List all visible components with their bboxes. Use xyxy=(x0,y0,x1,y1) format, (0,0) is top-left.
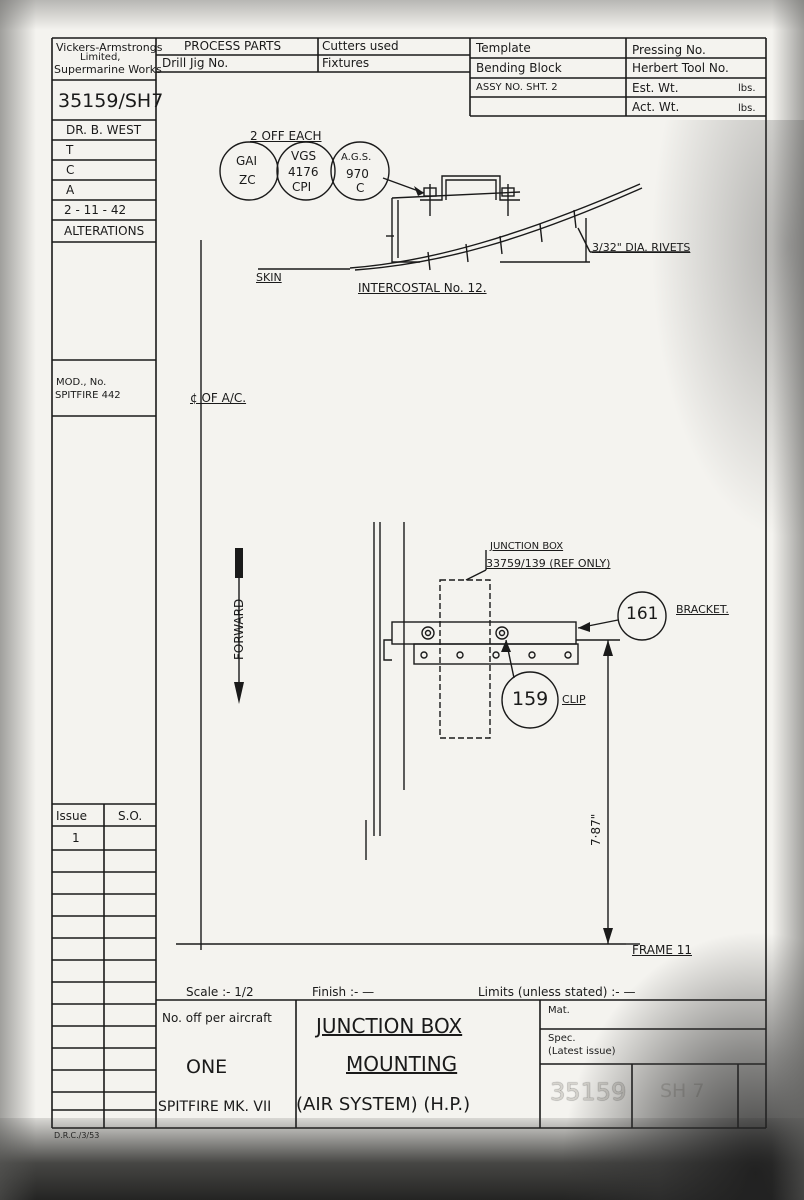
cutters-used-label: Cutters used xyxy=(322,39,399,53)
rivet-callout-2-bottom: CPI xyxy=(292,180,312,194)
forward-label: FORWARD xyxy=(232,598,246,660)
approved-by: A xyxy=(66,183,75,197)
finish-label: Finish :- — xyxy=(312,985,375,999)
intercostal-label: INTERCOSTAL No. 12. xyxy=(358,281,487,295)
rivet-callout-3-bottom: C xyxy=(356,181,365,195)
rivet-callout-1-bottom: ZC xyxy=(239,173,256,187)
act-wt-unit: lbs. xyxy=(738,103,756,114)
drawing-number: 35159 xyxy=(550,1078,627,1106)
title-line-2: MOUNTING xyxy=(346,1052,458,1076)
junction-box-label: JUNCTION BOX xyxy=(490,541,564,552)
bracket-number: 161 xyxy=(626,604,659,624)
rivet-callout-2-mid: 4176 xyxy=(288,165,319,179)
no-off-value: ONE xyxy=(186,1056,228,1078)
issue-value: 1 xyxy=(72,831,80,845)
junction-box-ref: 33759/139 (REF ONLY) xyxy=(486,557,611,570)
checked-by: C xyxy=(66,163,75,177)
two-off-each-note: 2 OFF EACH xyxy=(250,129,322,143)
process-parts-label: PROCESS PARTS xyxy=(184,39,282,53)
mod-value: SPITFIRE 442 xyxy=(55,390,121,401)
bending-block-label: Bending Block xyxy=(476,61,562,75)
template-label: Template xyxy=(476,41,531,55)
traced-by: T xyxy=(66,143,74,157)
so-header: S.O. xyxy=(118,809,143,823)
rivet-callout-3-mid: 970 xyxy=(346,167,369,181)
est-wt-unit: lbs. xyxy=(738,83,756,94)
company-line-3: Supermarine Works xyxy=(54,63,162,76)
dimension-7-87: 7·87" xyxy=(589,813,603,846)
drawn-by: DR. B. WEST xyxy=(66,123,142,137)
company-line-2: Limited, xyxy=(80,52,121,63)
scale-label: Scale :- 1/2 xyxy=(186,985,254,999)
alterations-label: ALTERATIONS xyxy=(64,224,145,238)
clip-label: CLIP xyxy=(562,693,586,706)
company-line-1: Vickers-Armstrongs xyxy=(56,41,163,54)
rivet-callout-2-top: VGS xyxy=(291,149,317,163)
issue-header: Issue xyxy=(56,809,88,823)
act-wt-label: Act. Wt. xyxy=(632,100,680,114)
rivets-note: 3/32" DIA. RIVETS xyxy=(592,241,691,254)
limits-label: Limits (unless stated) :- — xyxy=(478,985,636,999)
mod-label: MOD., No. xyxy=(56,377,107,388)
aircraft-type: SPITFIRE MK. VII xyxy=(158,1099,272,1115)
title-line-1: JUNCTION BOX xyxy=(316,1014,463,1038)
title-line-3: (AIR SYSTEM) (H.P.) xyxy=(296,1094,471,1115)
clip-number: 159 xyxy=(512,688,549,710)
herbert-tool-label: Herbert Tool No. xyxy=(632,61,729,75)
sheet-number: SH 7 xyxy=(660,1080,705,1102)
drill-jig-label: Drill Jig No. xyxy=(162,56,229,70)
rivet-callout-3-top: A.G.S. xyxy=(341,152,372,163)
drawing-date: 2 - 11 - 42 xyxy=(64,203,127,217)
spec-label: Spec. xyxy=(548,1033,576,1044)
material-label: Mat. xyxy=(548,1005,570,1016)
spec-latest-issue: (Latest issue) xyxy=(548,1046,616,1057)
fixtures-label: Fixtures xyxy=(322,56,370,70)
assy-no-label: ASSY NO. SHT. 2 xyxy=(476,82,558,93)
pressing-no-label: Pressing No. xyxy=(632,43,706,57)
footer-code: D.R.C./3/53 xyxy=(54,1131,100,1140)
centreline-label: ¢ OF A/C. xyxy=(190,391,247,405)
frame-label: FRAME 11 xyxy=(632,943,692,957)
bracket-label: BRACKET. xyxy=(676,603,729,616)
est-wt-label: Est. Wt. xyxy=(632,81,679,95)
rivet-callout-1-top: GAI xyxy=(236,154,258,168)
skin-label: SKIN xyxy=(256,271,282,284)
side-drawing-number: 35159/SH7 xyxy=(58,90,164,112)
no-off-label: No. off per aircraft xyxy=(162,1011,272,1025)
